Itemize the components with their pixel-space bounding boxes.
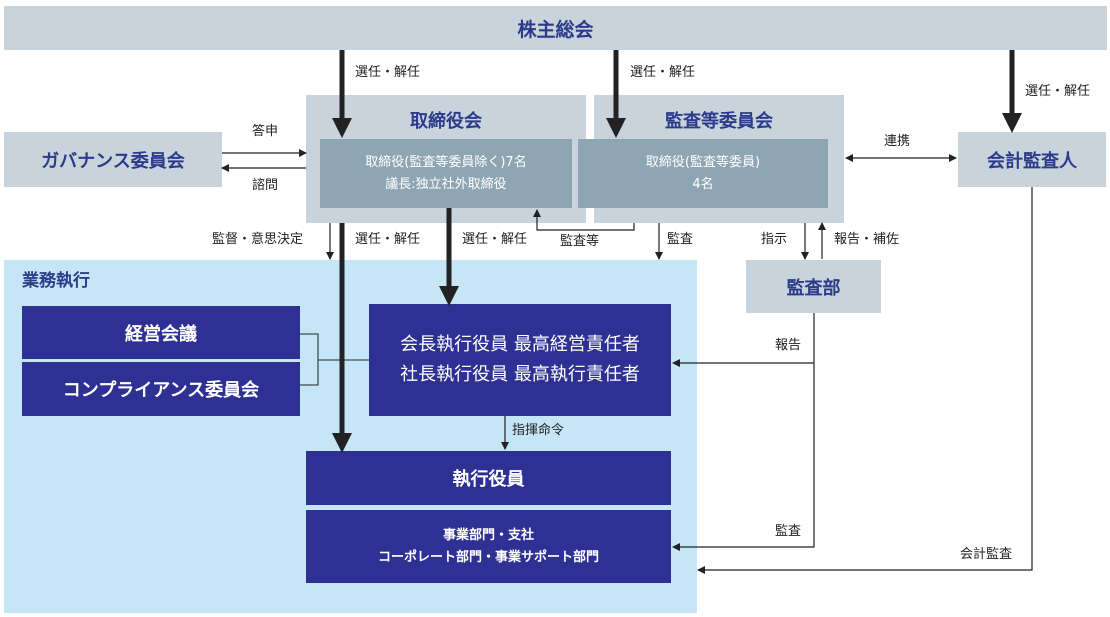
divisions-line1: 事業部門・支社: [442, 527, 534, 543]
label-elect-dismiss-auditor: 選任・解任: [1025, 84, 1091, 99]
label-accounting-audit: 会計監査: [960, 547, 1013, 562]
coo-label: 社長執行役員 最高執行責任者: [400, 364, 640, 385]
accounting-auditor-box: 会計監査人: [958, 132, 1106, 187]
label-consult: 諮問: [252, 178, 279, 193]
governance-committee-box: ガバナンス委員会: [4, 132, 222, 187]
audit-committee-members-line1: 取締役(監査等委員): [645, 154, 761, 170]
compliance-committee-label: コンプライアンス委員会: [62, 380, 260, 401]
management-meeting-label: 経営会議: [125, 323, 197, 345]
label-audit-divisions: 監査: [775, 524, 802, 539]
label-cooperation: 連携: [884, 134, 911, 149]
governance-committee-label: ガバナンス委員会: [41, 150, 185, 172]
label-elect-dismiss-audit-committee: 選任・解任: [630, 65, 696, 80]
divisions-box: 事業部門・支社 コーポレート部門・事業サポート部門: [306, 510, 671, 583]
label-command: 指揮命令: [512, 423, 565, 438]
ceo-label: 会長執行役員 最高経営責任者: [400, 334, 640, 355]
board-title: 取締役会: [410, 111, 482, 132]
ceo-coo-box: 会長執行役員 最高経営責任者 社長執行役員 最高執行責任者: [369, 304, 671, 416]
label-elect-dismiss-executives: 選任・解任: [355, 232, 421, 247]
label-elect-dismiss-board: 選任・解任: [355, 65, 421, 80]
label-report: 答申: [252, 124, 279, 139]
shareholders-meeting-box: 株主総会: [4, 6, 1107, 50]
label-report-assist: 報告・補佐: [834, 232, 900, 247]
shareholders-meeting-label: 株主総会: [517, 18, 594, 41]
board-members-line2: 議長:独立社外取締役: [385, 176, 507, 192]
compliance-committee-box: コンプライアンス委員会: [22, 362, 300, 416]
audit-department-label: 監査部: [786, 277, 841, 299]
audit-committee-title: 監査等委員会: [665, 111, 773, 132]
audit-department-box: 監査部: [746, 260, 881, 313]
audit-committee-members-box: 取締役(監査等委員) 4名: [578, 139, 828, 208]
label-supervise-decide: 監督・意思決定: [212, 232, 304, 247]
label-audit-etc: 監査等: [560, 234, 600, 249]
executive-officers-label: 執行役員: [452, 469, 525, 490]
audit-committee-members-line2: 4名: [692, 176, 714, 192]
label-audit-committee-audit: 監査: [667, 232, 694, 247]
management-meeting-box: 経営会議: [22, 306, 300, 359]
label-instruct: 指示: [761, 232, 788, 247]
board-members-box: 取締役(監査等委員除く)7名 議長:独立社外取締役: [320, 139, 572, 208]
board-members-line1: 取締役(監査等委員除く)7名: [365, 154, 527, 170]
divisions-line2: コーポレート部門・事業サポート部門: [377, 549, 599, 565]
label-elect-dismiss-ceo: 選任・解任: [462, 232, 528, 247]
business-execution-title: 業務執行: [22, 271, 90, 291]
executive-officers-box: 執行役員: [306, 451, 671, 505]
label-report-to-ceo: 報告: [775, 338, 802, 353]
accounting-auditor-label: 会計監査人: [987, 150, 1077, 172]
